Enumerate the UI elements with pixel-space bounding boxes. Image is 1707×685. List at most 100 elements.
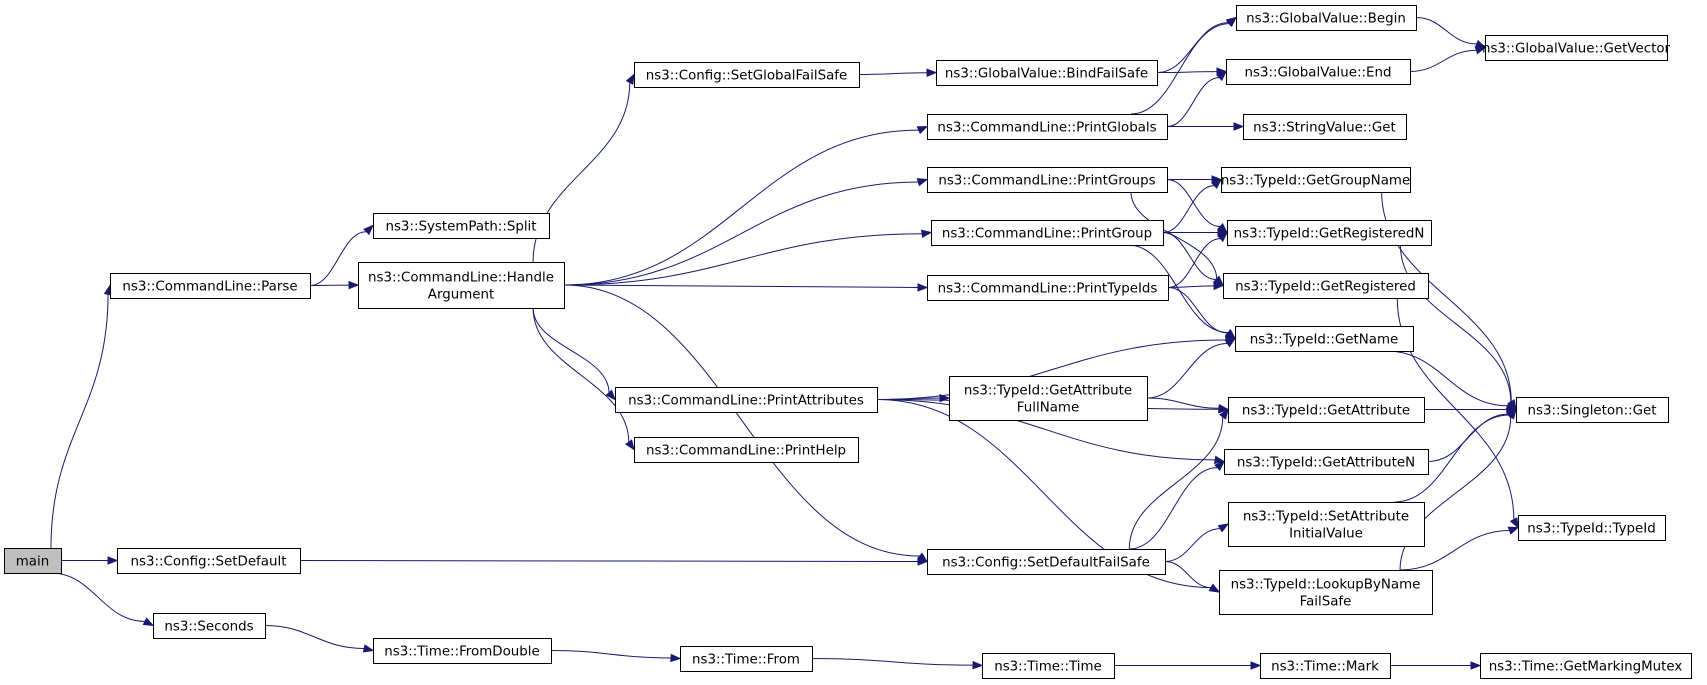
node-bindfailsafe[interactable]: ns3::GlobalValue::BindFailSafe <box>936 60 1158 86</box>
arrowhead <box>972 660 984 670</box>
node-stringvalueget[interactable]: ns3::StringValue::Get <box>1243 114 1407 140</box>
edge-line <box>264 625 365 649</box>
call-edge-main-to-seconds <box>50 572 155 627</box>
edge-line <box>1164 561 1212 589</box>
node-from[interactable]: ns3::Time::From <box>680 646 813 672</box>
node-box <box>936 60 1158 86</box>
node-getname[interactable]: ns3::TypeId::GetName <box>1235 326 1414 352</box>
node-main[interactable]: main <box>4 548 62 574</box>
node-setglobalfailsafe[interactable]: ns3::Config::SetGlobalFailSafe <box>634 62 860 88</box>
node-printgroup[interactable]: ns3::CommandLine::PrintGroup <box>931 220 1164 246</box>
node-label: ns3::StringValue::Get <box>1253 121 1396 136</box>
node-label: ns3::TypeId::TypeId <box>1527 522 1655 537</box>
node-printgroups[interactable]: ns3::CommandLine::PrintGroups <box>927 167 1168 193</box>
node-box <box>949 376 1148 421</box>
arrowhead <box>1470 661 1482 670</box>
call-edge-setdefaultfailsafe-to-getattributen <box>1129 460 1226 550</box>
node-fromdouble[interactable]: ns3::Time::FromDouble <box>373 638 552 664</box>
node-gvbegin[interactable]: ns3::GlobalValue::Begin <box>1236 5 1417 31</box>
node-label: ns3::GlobalValue::End <box>1245 66 1392 81</box>
node-printattributes[interactable]: ns3::CommandLine::PrintAttributes <box>615 387 878 413</box>
node-timemark[interactable]: ns3::Time::Mark <box>1260 653 1391 679</box>
arrowhead <box>1233 122 1245 131</box>
call-edge-printgroup-to-getgroupname <box>1162 178 1223 233</box>
node-getregistered[interactable]: ns3::TypeId::GetRegistered <box>1223 273 1429 299</box>
arrowhead <box>1211 178 1223 190</box>
node-gvend[interactable]: ns3::GlobalValue::End <box>1226 59 1411 85</box>
node-setdefault[interactable]: ns3::Config::SetDefault <box>117 548 301 574</box>
node-parse[interactable]: ns3::CommandLine::Parse <box>110 273 311 299</box>
node-timetime[interactable]: ns3::Time::Time <box>982 653 1115 679</box>
node-printhelp[interactable]: ns3::CommandLine::PrintHelp <box>634 437 859 463</box>
node-box <box>4 548 62 574</box>
call-edge-printglobals-to-gvbegin <box>1130 16 1238 115</box>
node-label: ns3::GlobalValue::BindFailSafe <box>945 67 1148 82</box>
node-label: ns3::TypeId::GetName <box>1250 333 1399 348</box>
edge-line <box>1156 71 1218 73</box>
call-edge-timetime-to-timemark <box>1114 661 1262 670</box>
node-label: ns3::TypeId::GetRegisteredN <box>1234 227 1425 242</box>
node-getgroupname[interactable]: ns3::TypeId::GetGroupName <box>1221 167 1411 193</box>
node-split[interactable]: ns3::SystemPath::Split <box>373 213 550 239</box>
node-getregisteredn[interactable]: ns3::TypeId::GetRegisteredN <box>1227 220 1432 246</box>
node-typeidtypeid[interactable]: ns3::TypeId::TypeId <box>1518 515 1666 541</box>
node-label: ns3::Singleton::Get <box>1528 404 1657 419</box>
node-box <box>1228 397 1425 423</box>
edge-line <box>1167 285 1215 288</box>
node-box <box>373 213 550 239</box>
arrowhead <box>625 73 635 85</box>
call-edge-bindfailsafe-to-gvbegin <box>1156 16 1238 73</box>
node-label: ns3::CommandLine::PrintGroup <box>942 227 1152 242</box>
call-edge-setdefaultfailsafe-to-lookupbyname <box>1164 561 1221 593</box>
edge-line <box>1130 191 1218 280</box>
edge-line <box>1130 23 1230 115</box>
node-label: ns3::CommandLine::PrintGlobals <box>937 121 1156 136</box>
node-label: ns3::Time::GetMarkingMutex <box>1489 660 1683 675</box>
arrowhead <box>1507 408 1517 420</box>
node-setdefaultfailsafe[interactable]: ns3::Config::SetDefaultFailSafe <box>927 549 1166 575</box>
arrowhead <box>1213 281 1225 291</box>
node-getattribute[interactable]: ns3::TypeId::GetAttribute <box>1228 397 1425 423</box>
node-box <box>1219 570 1433 615</box>
node-label: ns3::CommandLine::PrintHelp <box>646 444 846 459</box>
call-edge-setdefault-to-setdefaultfailsafe <box>299 557 929 566</box>
node-label: ns3::Time::From <box>692 653 800 668</box>
call-edge-timemark-to-getmarkingmutex <box>1390 661 1482 670</box>
arrowhead <box>1509 517 1519 529</box>
node-getattributen[interactable]: ns3::TypeId::GetAttributeN <box>1224 449 1429 475</box>
call-edge-seconds-to-fromdouble <box>264 625 375 653</box>
call-edge-gvbegin-to-getvector <box>1415 17 1487 49</box>
edge-line <box>1166 179 1221 228</box>
edge-line <box>563 284 919 288</box>
call-edge-handlearg-to-printtypeids <box>563 283 929 292</box>
node-printglobals[interactable]: ns3::CommandLine::PrintGlobals <box>927 114 1168 140</box>
node-box <box>1485 35 1668 61</box>
node-singletonget[interactable]: ns3::Singleton::Get <box>1516 397 1669 423</box>
edge-line <box>1164 528 1221 562</box>
arrowhead <box>348 280 360 290</box>
arrowhead <box>917 283 929 292</box>
arrowhead <box>1224 337 1237 348</box>
edge-line <box>1399 244 1512 403</box>
node-getvector[interactable]: ns3::GlobalValue::GetVector <box>1482 35 1671 61</box>
node-seconds[interactable]: ns3::Seconds <box>153 613 266 639</box>
node-label: ns3::TypeId::GetAttribute <box>1242 404 1410 419</box>
node-box <box>117 548 301 574</box>
node-label: ns3::TypeId::GetAttribute <box>964 384 1132 399</box>
call-edge-getattributen-to-singletonget <box>1427 408 1518 462</box>
node-box <box>1518 515 1666 541</box>
call-edge-printglobals-to-gvend <box>1166 70 1228 127</box>
node-getmarkingmutex[interactable]: ns3::Time::GetMarkingMutex <box>1480 653 1692 679</box>
node-label: ns3::TypeId::GetGroupName <box>1221 174 1410 189</box>
arrowhead <box>1217 403 1230 413</box>
node-printtypeids[interactable]: ns3::CommandLine::PrintTypeIds <box>927 275 1169 301</box>
edge-line <box>532 307 630 443</box>
node-label: ns3::GlobalValue::GetVector <box>1482 42 1671 57</box>
node-box <box>1226 59 1411 85</box>
node-label: ns3::Config::SetDefaultFailSafe <box>942 556 1150 571</box>
arrowhead <box>625 439 635 451</box>
